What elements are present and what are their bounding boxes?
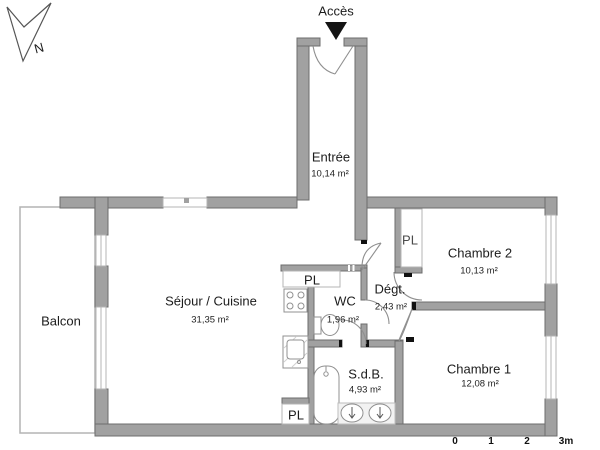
divider-end-cap	[412, 302, 416, 310]
room-area-sdb: 4,93 m²	[348, 384, 382, 396]
fixtures	[282, 288, 396, 425]
door-wc-arc	[364, 299, 390, 325]
room-area-wc: 1,96 m²	[326, 314, 360, 326]
wall-left-a	[94, 196, 109, 236]
jamb-slit-1	[348, 265, 350, 271]
door-entree-leaf	[361, 242, 382, 271]
door-hinge-marks	[339, 240, 416, 347]
scale-tick-3: 3m	[558, 436, 574, 447]
wall-pl2-bottom	[394, 266, 423, 274]
room-name-chambre1: Chambre 1	[446, 361, 512, 377]
room-area-chambre1: 12,08 m²	[461, 378, 499, 390]
door-sdb-arc	[341, 319, 367, 345]
closet-chambre2-box	[400, 208, 423, 268]
wall-bottom	[94, 423, 558, 437]
wall-top-right	[354, 196, 558, 209]
double-washbasin-icon	[337, 402, 396, 425]
room-area-sejour: 31,35 m²	[191, 314, 229, 326]
wall-left-pier	[94, 265, 109, 308]
closet-sejour-box	[282, 270, 341, 288]
door-entree-arc	[361, 242, 382, 271]
jamb-entree	[361, 240, 367, 244]
jamb-sdb-right	[366, 340, 369, 347]
room-name-entree: Entrée	[311, 149, 351, 165]
bathtub-tap	[323, 371, 329, 377]
door-chambre1-leaf	[398, 308, 413, 341]
wall-bedroom-divider	[411, 301, 546, 311]
burner-3	[286, 302, 294, 310]
wall-top-left-a	[59, 196, 164, 209]
wall-top-left-b	[206, 196, 298, 209]
hinge-chambre1	[406, 337, 414, 342]
burner-4	[297, 302, 305, 310]
wall-pl3-top	[281, 397, 310, 405]
wall-wc-right-a	[360, 267, 368, 301]
closet-label-chambre2: PL	[402, 232, 418, 248]
jamb-slit-2	[352, 265, 355, 271]
wall-right-b	[544, 398, 558, 437]
wall-corridor-left-cap	[296, 37, 321, 47]
wall-pl2-left	[394, 207, 402, 269]
room-name-degagement: Dégt.	[374, 281, 406, 297]
basin-2-tap-arrow	[376, 407, 384, 419]
basin-1-tap-arrow	[348, 407, 356, 419]
closet-label-sdb: PL	[288, 407, 304, 423]
kitchen-sink-icon	[282, 335, 309, 369]
burner-1	[286, 291, 294, 299]
room-area-chambre2: 10,13 m²	[460, 265, 498, 277]
wall-corridor-right-cap	[343, 37, 368, 47]
windows	[95, 197, 557, 400]
room-name-balcon: Balcon	[41, 313, 81, 329]
door-access-arc	[312, 45, 336, 75]
cooktop-icon	[283, 288, 308, 313]
sink-basin	[286, 339, 305, 360]
wall-sdb-top-left	[307, 339, 343, 348]
window-right-2	[545, 335, 557, 400]
bathtub-icon	[313, 365, 340, 425]
jamb-sdb-left	[339, 340, 342, 347]
access-label: Accès	[318, 3, 354, 19]
room-name-sejour: Séjour / Cuisine	[165, 293, 257, 309]
window-right-1	[545, 214, 557, 285]
outer-walls	[59, 37, 558, 437]
doors	[312, 45, 423, 345]
hinge-chambre2	[404, 273, 412, 277]
closet-sdb-box	[281, 403, 310, 425]
wall-corridor-left	[296, 37, 310, 201]
balcony-rect	[19, 206, 96, 434]
sink-drain	[297, 360, 301, 364]
wall-jamb-marks	[348, 265, 355, 271]
scale-tick-0: 0	[452, 436, 458, 447]
room-name-wc: WC	[334, 293, 356, 309]
wall-right-a	[544, 196, 558, 216]
access-arrow-icon	[325, 22, 347, 40]
window-left-2	[95, 306, 107, 390]
cooktop-body	[283, 288, 308, 313]
door-access-leaf	[334, 45, 354, 75]
room-name-chambre2: Chambre 2	[447, 245, 513, 261]
closets	[281, 208, 423, 425]
room-name-sdb: S.d.B.	[348, 366, 384, 382]
window-top-mullion	[184, 198, 189, 203]
window-left-1	[95, 234, 107, 267]
window-top	[162, 197, 208, 208]
balcony-outline	[19, 206, 96, 434]
north-arrow-icon	[6, 2, 52, 63]
door-chambre2-arc	[393, 271, 423, 301]
wall-right-pier	[544, 283, 558, 337]
burner-2	[297, 291, 305, 299]
scale-tick-1: 1	[488, 436, 494, 447]
wall-corridor-right	[354, 37, 368, 241]
wall-sdb-right	[394, 340, 404, 425]
scale-tick-2: 2	[524, 436, 530, 447]
toilet-bowl	[320, 314, 340, 336]
room-area-degagement: 2,43 m²	[374, 301, 408, 313]
toilet-tank	[313, 316, 322, 335]
closet-label-sejour: PL	[304, 272, 320, 288]
bathtub-body	[313, 365, 340, 425]
toilet-icon	[313, 314, 340, 336]
room-area-entree: 10,14 m²	[311, 168, 349, 180]
